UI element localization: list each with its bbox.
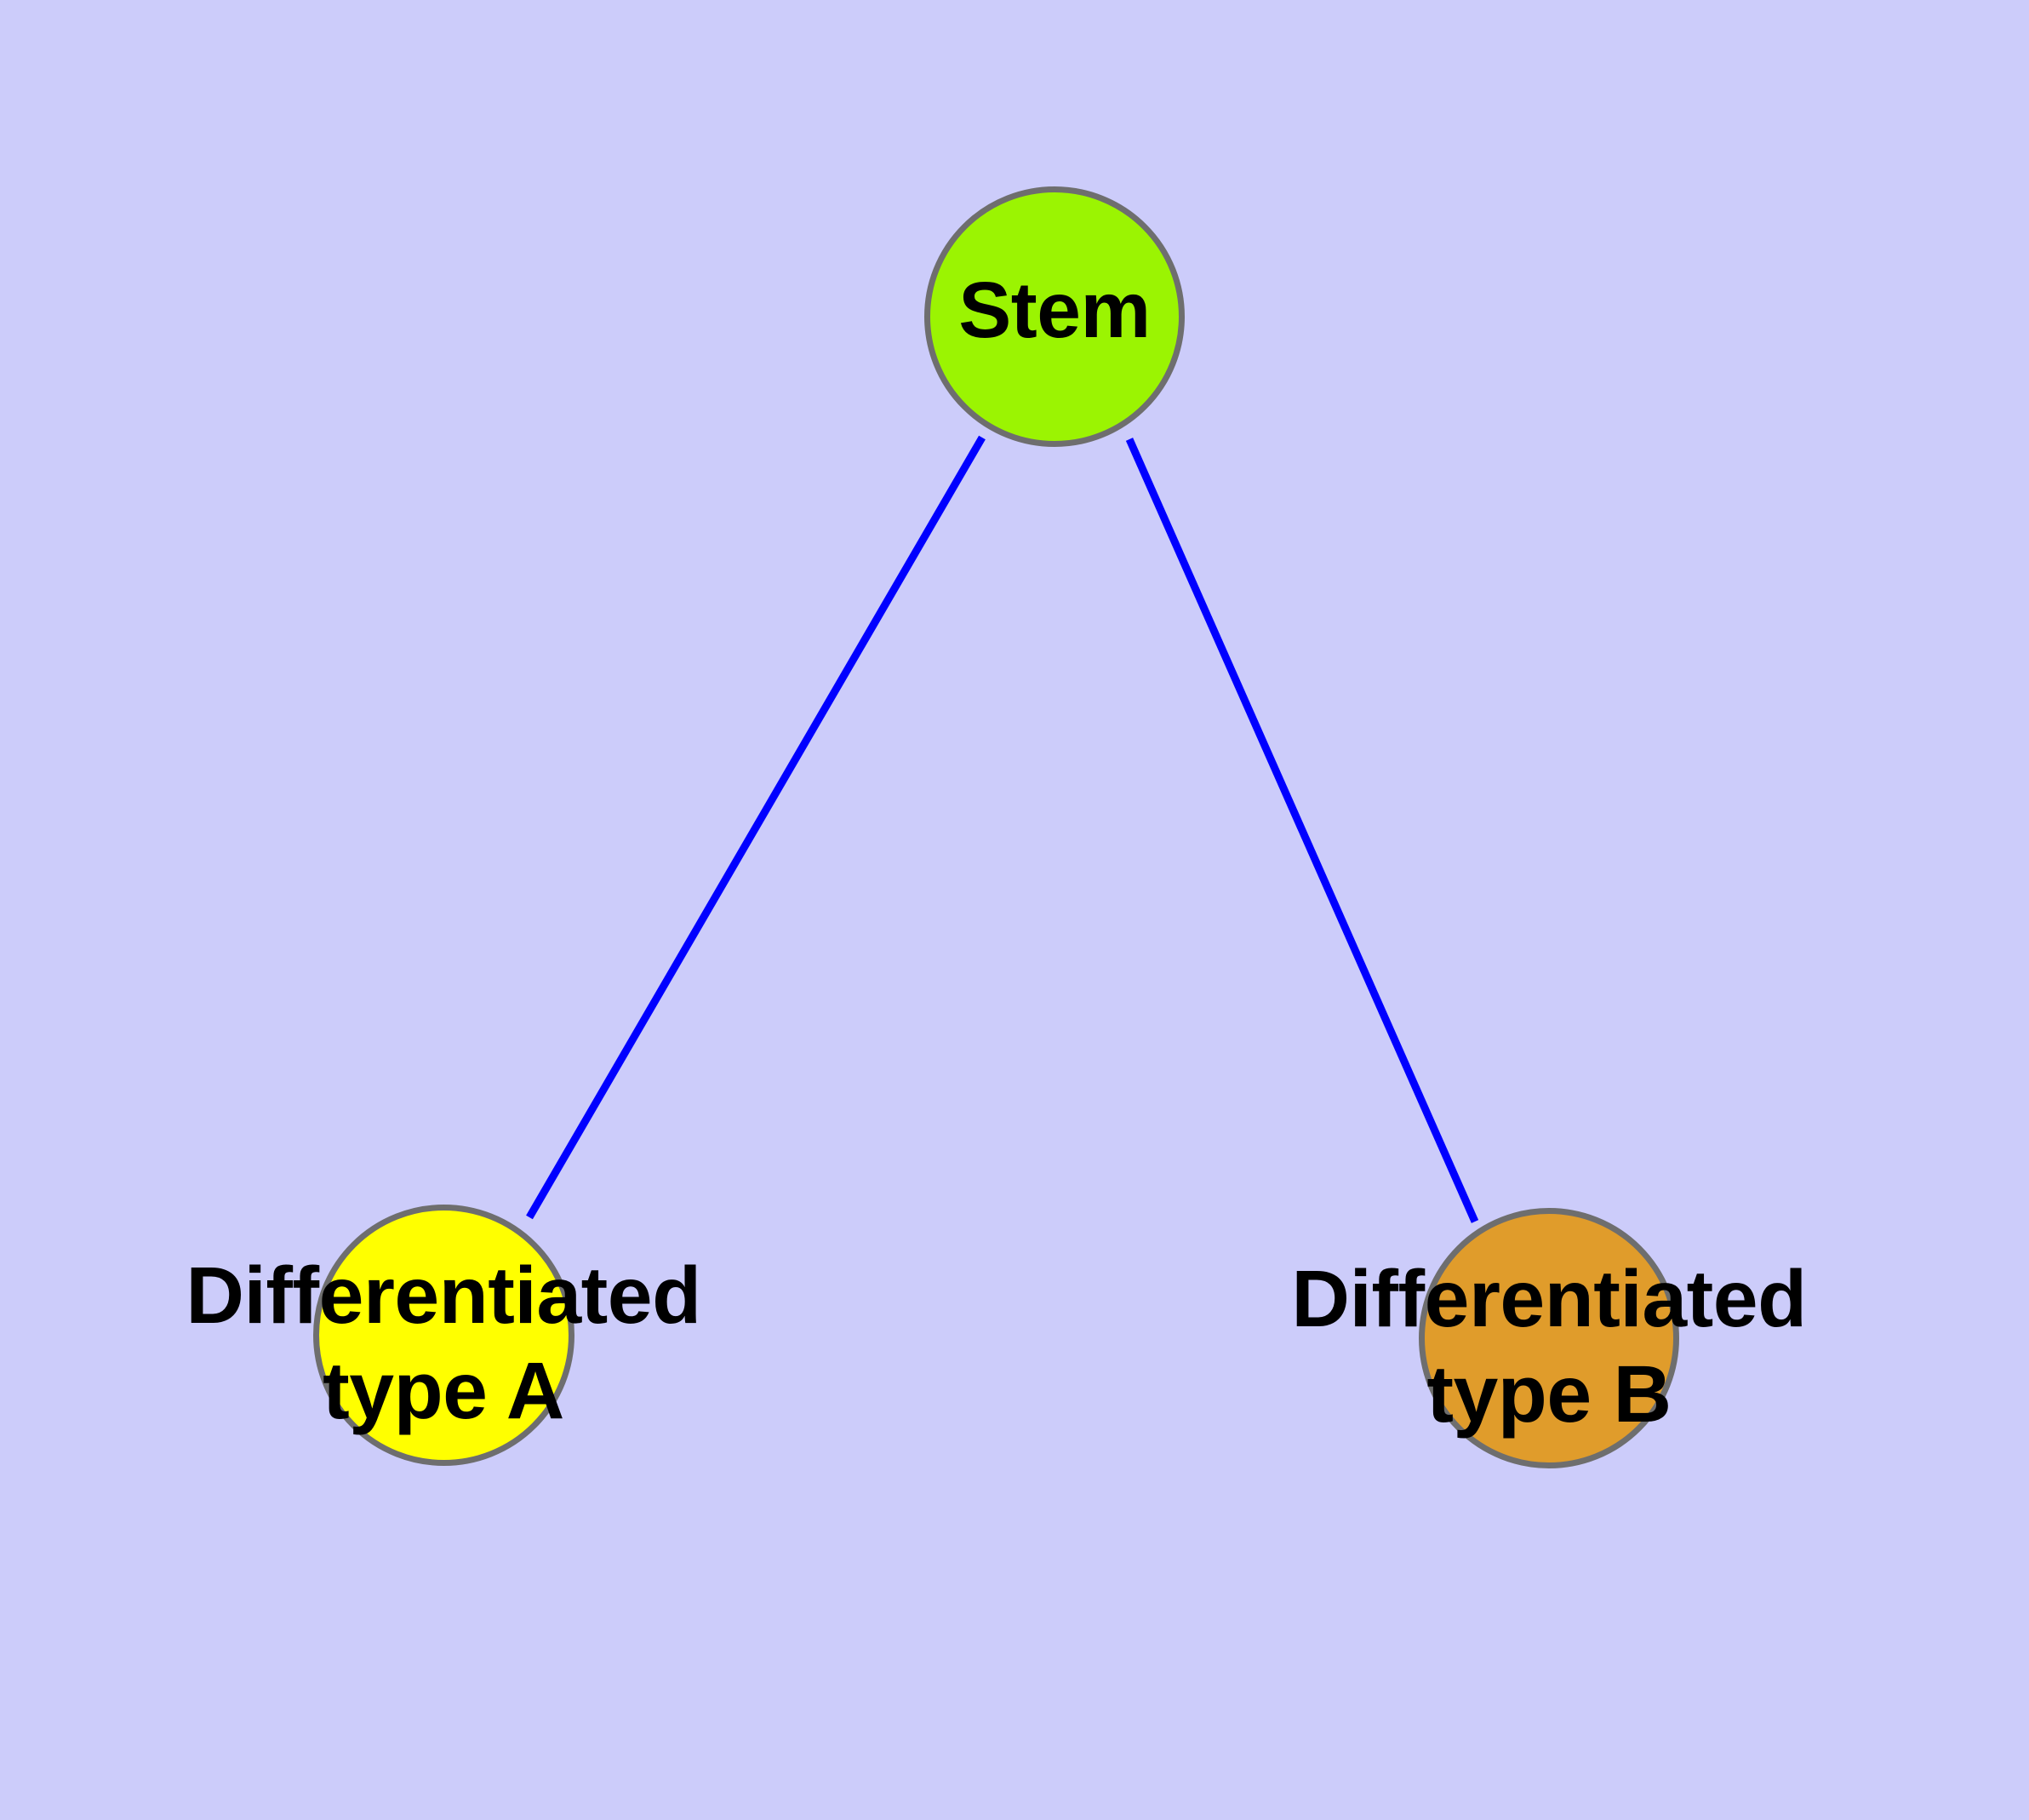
node-differentiated-type-a[interactable] (313, 1205, 574, 1466)
edge-stem-to-type-b (1125, 438, 1479, 1223)
edge-stem-to-type-a (526, 435, 986, 1220)
node-stem[interactable] (924, 186, 1185, 447)
node-differentiated-type-b[interactable] (1419, 1208, 1679, 1468)
